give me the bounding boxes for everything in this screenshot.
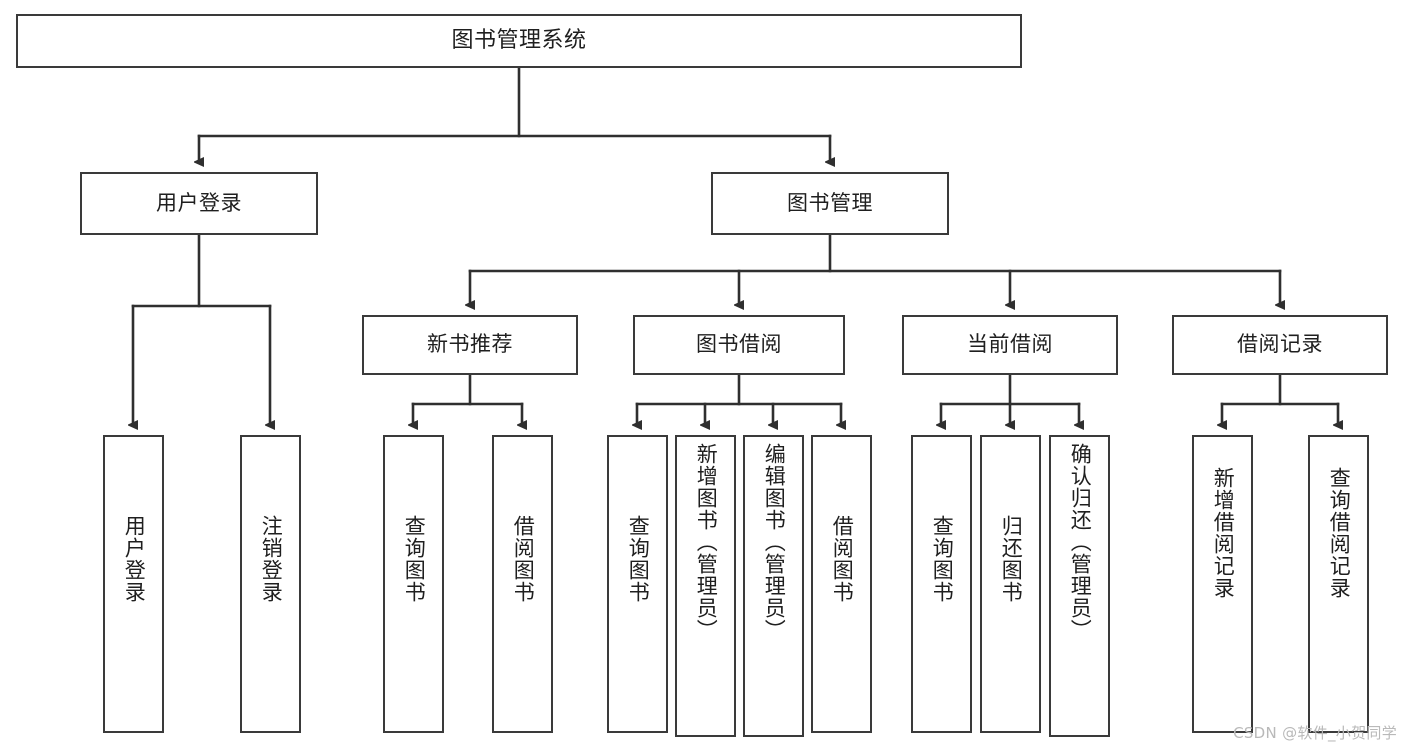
node-leaf-borrow-book-borrow[interactable]: 借阅图书 bbox=[811, 435, 872, 733]
node-borrow-record[interactable]: 借阅记录 bbox=[1172, 315, 1388, 375]
node-user-login[interactable]: 用户登录 bbox=[80, 172, 318, 235]
node-label: 查询图书 bbox=[402, 515, 427, 603]
node-label: 新书推荐 bbox=[427, 332, 513, 357]
node-leaf-return-book[interactable]: 归还图书 bbox=[980, 435, 1041, 733]
node-label: 查询图书 bbox=[930, 515, 955, 603]
node-label: 用户登录 bbox=[122, 515, 147, 603]
node-leaf-borrow-book-recommend[interactable]: 借阅图书 bbox=[492, 435, 553, 733]
node-label: 新增借阅记录 bbox=[1211, 467, 1236, 599]
node-label: 确认归还（管理员） bbox=[1068, 443, 1093, 641]
node-label: 图书借阅 bbox=[696, 332, 782, 357]
node-label: 注销登录 bbox=[259, 515, 284, 603]
node-leaf-edit-book-admin[interactable]: 编辑图书（管理员） bbox=[743, 435, 804, 737]
node-label: 借阅图书 bbox=[511, 515, 536, 603]
node-current-borrow[interactable]: 当前借阅 bbox=[902, 315, 1118, 375]
node-label: 编辑图书（管理员） bbox=[762, 443, 787, 641]
watermark: CSDN @软件_小贺同学 bbox=[1233, 724, 1397, 742]
node-leaf-add-borrow-record[interactable]: 新增借阅记录 bbox=[1192, 435, 1253, 733]
node-leaf-query-borrow-record[interactable]: 查询借阅记录 bbox=[1308, 435, 1369, 733]
node-leaf-add-book-admin[interactable]: 新增图书（管理员） bbox=[675, 435, 736, 737]
node-leaf-query-book-recommend[interactable]: 查询图书 bbox=[383, 435, 444, 733]
node-label: 用户登录 bbox=[156, 190, 242, 215]
node-label: 图书管理 bbox=[787, 190, 873, 215]
node-label: 图书管理系统 bbox=[451, 27, 587, 53]
node-leaf-user-login[interactable]: 用户登录 bbox=[103, 435, 164, 733]
node-label: 借阅记录 bbox=[1237, 332, 1323, 357]
node-label: 查询图书 bbox=[626, 515, 651, 603]
node-leaf-logout-login[interactable]: 注销登录 bbox=[240, 435, 301, 733]
node-book-management[interactable]: 图书管理 bbox=[711, 172, 949, 235]
node-label: 当前借阅 bbox=[967, 332, 1053, 357]
node-label: 新增图书（管理员） bbox=[694, 443, 719, 641]
node-new-book-recommend[interactable]: 新书推荐 bbox=[362, 315, 578, 375]
node-leaf-confirm-return-admin[interactable]: 确认归还（管理员） bbox=[1049, 435, 1110, 737]
node-root-book-management-system[interactable]: 图书管理系统 bbox=[16, 14, 1022, 68]
node-label: 借阅图书 bbox=[830, 515, 855, 603]
node-label: 归还图书 bbox=[999, 515, 1024, 603]
node-book-borrow[interactable]: 图书借阅 bbox=[633, 315, 845, 375]
node-leaf-query-book-borrow[interactable]: 查询图书 bbox=[607, 435, 668, 733]
node-leaf-query-book-current[interactable]: 查询图书 bbox=[911, 435, 972, 733]
node-label: 查询借阅记录 bbox=[1327, 467, 1352, 599]
